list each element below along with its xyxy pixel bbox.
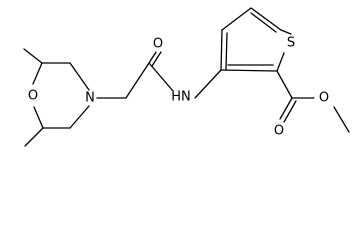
- bond: [225, 32, 228, 70]
- bond: [283, 100, 297, 123]
- thiophene-ring: [194, 7, 292, 99]
- bond: [24, 127, 44, 147]
- methyl-ester: [276, 70, 350, 133]
- bond: [151, 51, 162, 67]
- acetamide-linker: [96, 51, 174, 99]
- bond: [220, 69, 278, 72]
- atom-label-ester-carbonyl-oxygen: O: [274, 124, 284, 139]
- bond: [125, 62, 150, 99]
- bond: [250, 12, 277, 33]
- bond: [148, 62, 174, 92]
- morpholine-ring: [23, 48, 90, 147]
- atom-label-morpholine-nitrogen: N: [85, 91, 95, 106]
- bond: [221, 7, 252, 31]
- bond: [23, 48, 43, 64]
- structure-diagram: O N HN O S O O: [23, 7, 350, 147]
- bond: [276, 52, 285, 72]
- atom-label-amide-oxygen: O: [153, 37, 163, 52]
- atom-label-morpholine-oxygen: O: [28, 89, 38, 104]
- atom-label-ester-ether-oxygen: O: [319, 91, 329, 106]
- bond: [33, 106, 44, 129]
- bond: [69, 105, 90, 129]
- bond: [333, 106, 350, 133]
- bond: [279, 97, 293, 120]
- bond: [32, 62, 43, 85]
- bond: [194, 69, 222, 99]
- bond: [280, 29, 292, 35]
- molecule-drawing: O N HN O S O O: [23, 7, 350, 147]
- atom-label-amide-nh: HN: [171, 90, 191, 105]
- bond: [69, 62, 90, 91]
- bond: [250, 7, 282, 31]
- bond: [148, 51, 157, 64]
- bond: [220, 29, 223, 71]
- bond: [276, 70, 293, 99]
- atom-label-thiophene-sulfur: S: [287, 36, 295, 51]
